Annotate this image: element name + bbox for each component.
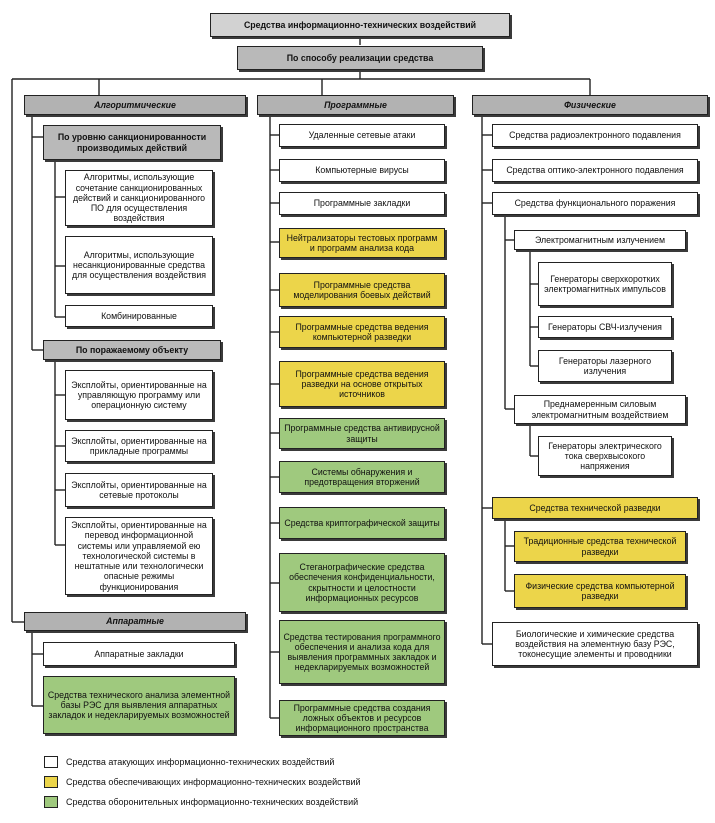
legend-swatch-yellow xyxy=(44,776,58,788)
legend-swatch-green xyxy=(44,796,58,808)
group-target-object: По поражаемому объекту xyxy=(43,340,221,360)
group-sanction-level: По уровню санкционированности производим… xyxy=(43,125,221,160)
node-phys-microwave: Генераторы СВЧ-излучения xyxy=(538,316,672,338)
node-prog-neutralizers: Нейтрализаторы тестовых программ и прогр… xyxy=(279,228,445,258)
node-phys-optical-jamming: Средства оптико-электронного подавления xyxy=(492,159,698,182)
node-prog-combat-modeling: Программные средства моделирования боевы… xyxy=(279,273,445,307)
column-header-hardware: Аппаратные xyxy=(24,612,246,631)
legend-label-attacking: Средства атакующих информационно-техниче… xyxy=(66,757,335,767)
node-exploit-network: Эксплойты, ориентированные на сетевые пр… xyxy=(65,473,213,507)
node-prog-code-testing: Средства тестирования программного обесп… xyxy=(279,620,445,684)
node-hardware-implants: Аппаратные закладки xyxy=(43,642,235,666)
node-alg-combined: Комбинированные xyxy=(65,305,213,327)
legend-item-attacking: Средства атакующих информационно-техниче… xyxy=(44,756,334,768)
node-phys-laser: Генераторы лазерного излучения xyxy=(538,350,672,382)
column-header-physical: Физические xyxy=(472,95,708,115)
node-phys-bio-chem: Биологические и химические средства возд… xyxy=(492,622,698,666)
node-phys-radio-jamming: Средства радиоэлектронного подавления xyxy=(492,124,698,147)
legend-label-supporting: Средства обеспечивающих информационно-те… xyxy=(66,777,361,787)
node-phys-computer-recon: Физические средства компьютерной разведк… xyxy=(514,574,686,608)
node-prog-osint: Программные средства ведения разведки на… xyxy=(279,361,445,407)
column-header-programmatic: Программные xyxy=(257,95,454,115)
node-prog-implants: Программные закладки xyxy=(279,192,445,215)
node-hardware-analysis: Средства технического анализа элементной… xyxy=(43,676,235,734)
node-phys-traditional-recon: Традиционные средства технической развед… xyxy=(514,531,686,562)
node-alg-unauthorized: Алгоритмы, использующие несанкционирован… xyxy=(65,236,213,294)
node-exploit-apps: Эксплойты, ориентированные на прикладные… xyxy=(65,430,213,462)
node-prog-crypto: Средства криптографической защиты xyxy=(279,507,445,539)
method-node: По способу реализации средства xyxy=(237,46,483,70)
node-phys-functional-damage: Средства функционального поражения xyxy=(492,192,698,215)
legend-swatch-white xyxy=(44,756,58,768)
legend-label-defensive: Средства оборонительных информационно-те… xyxy=(66,797,359,807)
legend-item-supporting: Средства обеспечивающих информационно-те… xyxy=(44,776,361,788)
node-prog-antivirus: Программные средства антивирусной защиты xyxy=(279,418,445,449)
node-prog-ids: Системы обнаружения и предотвращения вто… xyxy=(279,461,445,493)
node-phys-directed-em: Преднамеренным силовым электромагнитным … xyxy=(514,395,686,424)
node-exploit-tech: Эксплойты, ориентированные на перевод ин… xyxy=(65,517,213,595)
root-node: Средства информационно-технических возде… xyxy=(210,13,510,37)
legend-item-defensive: Средства оборонительных информационно-те… xyxy=(44,796,358,808)
node-exploit-os: Эксплойты, ориентированные на управляющу… xyxy=(65,370,213,420)
node-phys-em-radiation: Электромагнитным излучением xyxy=(514,230,686,250)
column-header-algorithmic: Алгоритмические xyxy=(24,95,246,115)
node-prog-remote-attacks: Удаленные сетевые атаки xyxy=(279,124,445,147)
node-phys-ultrashort-pulse: Генераторы сверхкоротких электромагнитны… xyxy=(538,262,672,306)
node-prog-decoys: Программные средства создания ложных объ… xyxy=(279,700,445,736)
node-prog-computer-recon: Программные средства ведения компьютерно… xyxy=(279,316,445,348)
node-prog-viruses: Компьютерные вирусы xyxy=(279,159,445,182)
node-alg-authorized: Алгоритмы, использующие сочетание санкци… xyxy=(65,170,213,226)
node-phys-tech-recon: Средства технической разведки xyxy=(492,497,698,519)
node-prog-stego: Стеганографические средства обеспечения … xyxy=(279,553,445,612)
node-phys-hv-current: Генераторы электрического тока сверхвысо… xyxy=(538,436,672,476)
